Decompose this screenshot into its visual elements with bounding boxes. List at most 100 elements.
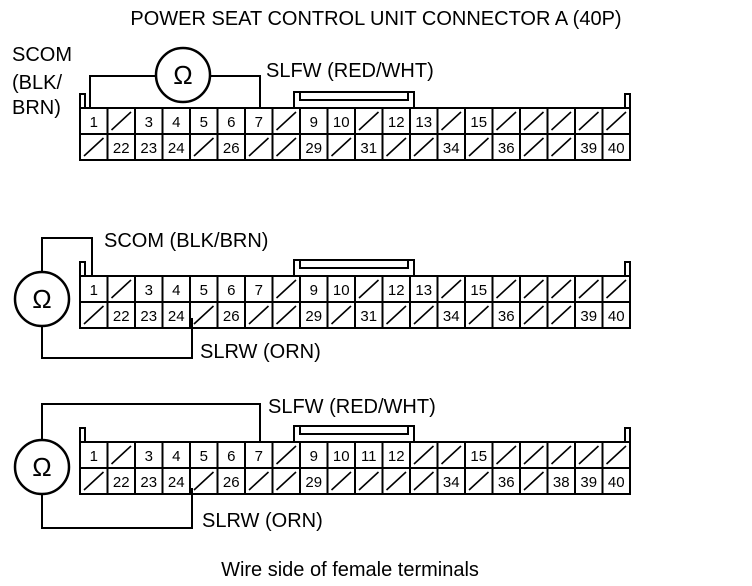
empty-terminal-slash [605, 111, 627, 131]
ohm-symbol: Ω [173, 60, 192, 90]
empty-terminal-slash [110, 279, 132, 299]
terminal-cell: 34 [436, 133, 466, 161]
terminal-cell [381, 133, 411, 161]
terminal-number: 22 [113, 140, 130, 157]
terminal-cell: 3 [134, 275, 164, 303]
terminal-number: 7 [255, 448, 263, 465]
empty-terminal-slash [275, 471, 297, 491]
caption: Wire side of female terminals [221, 559, 479, 581]
terminal-number: 34 [443, 474, 460, 491]
terminal-cell [244, 301, 274, 329]
label-slfw: SLFW (RED/WHT) [268, 396, 436, 418]
empty-terminal-slash [385, 305, 407, 325]
empty-terminal-slash [523, 137, 545, 157]
terminal-cell: 15 [464, 441, 494, 469]
empty-terminal-slash [578, 279, 600, 299]
terminal-cell [601, 441, 631, 469]
empty-terminal-slash [330, 305, 352, 325]
terminal-number: 40 [608, 474, 625, 491]
terminal-number: 15 [470, 282, 487, 299]
terminal-cell [519, 133, 549, 161]
terminal-number: 31 [360, 308, 377, 325]
terminal-number: 6 [227, 448, 235, 465]
terminal-number: 23 [140, 140, 157, 157]
terminal-cell: 38 [546, 467, 576, 495]
terminal-cell: 1 [79, 441, 109, 469]
empty-terminal-slash [523, 471, 545, 491]
empty-terminal-slash [605, 445, 627, 465]
terminal-cell [601, 107, 631, 135]
terminal-cell: 10 [326, 107, 356, 135]
empty-terminal-slash [413, 445, 435, 465]
terminal-cell: 26 [216, 133, 246, 161]
terminal-cell: 24 [161, 133, 191, 161]
terminal-cell [546, 441, 576, 469]
terminal-number: 4 [172, 114, 180, 131]
terminal-number: 9 [310, 114, 318, 131]
terminal-cell: 11 [354, 441, 384, 469]
terminal-cell: 5 [189, 275, 219, 303]
terminal-cell [106, 441, 136, 469]
terminal-cell: 36 [491, 133, 521, 161]
terminal-cell: 40 [601, 467, 631, 495]
empty-terminal-slash [330, 471, 352, 491]
terminal-number: 34 [443, 140, 460, 157]
terminal-cell: 7 [244, 275, 274, 303]
terminal-cell: 40 [601, 301, 631, 329]
terminal-cell: 22 [106, 133, 136, 161]
terminal-cell: 24 [161, 467, 191, 495]
terminal-number: 11 [361, 448, 377, 465]
empty-terminal-slash [193, 471, 215, 491]
terminal-cell [189, 301, 219, 329]
terminal-number: 9 [310, 282, 318, 299]
empty-terminal-slash [550, 445, 572, 465]
terminal-cell: 31 [354, 133, 384, 161]
label-scom-line-3: BRN) [12, 97, 61, 119]
terminal-number: 26 [223, 308, 240, 325]
terminal-cell: 39 [574, 301, 604, 329]
terminal-cell [519, 275, 549, 303]
terminal-cell: 9 [299, 441, 329, 469]
empty-terminal-slash [413, 305, 435, 325]
wire-slrw [41, 318, 193, 359]
terminal-number: 31 [360, 140, 377, 157]
wire-scom [41, 237, 93, 276]
terminal-cell [271, 301, 301, 329]
terminal-number: 24 [168, 308, 185, 325]
terminal-number: 29 [305, 308, 322, 325]
empty-terminal-slash [578, 445, 600, 465]
terminal-number: 5 [200, 282, 208, 299]
terminal-cell: 12 [381, 275, 411, 303]
terminal-cell [326, 133, 356, 161]
terminal-cell [519, 467, 549, 495]
terminal-cell [189, 133, 219, 161]
terminal-cell [79, 133, 109, 161]
terminal-number: 38 [553, 474, 570, 491]
terminal-cell: 6 [216, 107, 246, 135]
terminal-number: 6 [227, 282, 235, 299]
empty-terminal-slash [275, 279, 297, 299]
terminal-cell [271, 275, 301, 303]
terminal-cell [271, 467, 301, 495]
terminal-cell: 12 [381, 441, 411, 469]
terminal-cell: 6 [216, 441, 246, 469]
label-slfw: SLFW (RED/WHT) [266, 60, 434, 82]
terminal-cell: 26 [216, 301, 246, 329]
terminal-cell: 12 [381, 107, 411, 135]
empty-terminal-slash [523, 279, 545, 299]
wire-scom [89, 75, 156, 108]
terminal-cell: 39 [574, 467, 604, 495]
terminal-cell [491, 107, 521, 135]
terminal-cell: 5 [189, 107, 219, 135]
empty-terminal-slash [413, 471, 435, 491]
terminal-cell [464, 301, 494, 329]
terminal-cell: 9 [299, 107, 329, 135]
terminal-number: 40 [608, 308, 625, 325]
terminal-cell: 39 [574, 133, 604, 161]
terminal-cell: 36 [491, 301, 521, 329]
ohm-symbol: Ω [32, 452, 51, 482]
terminal-cell [574, 275, 604, 303]
empty-terminal-slash [578, 111, 600, 131]
diagram-title: POWER SEAT CONTROL UNIT CONNECTOR A (40P… [130, 8, 621, 30]
